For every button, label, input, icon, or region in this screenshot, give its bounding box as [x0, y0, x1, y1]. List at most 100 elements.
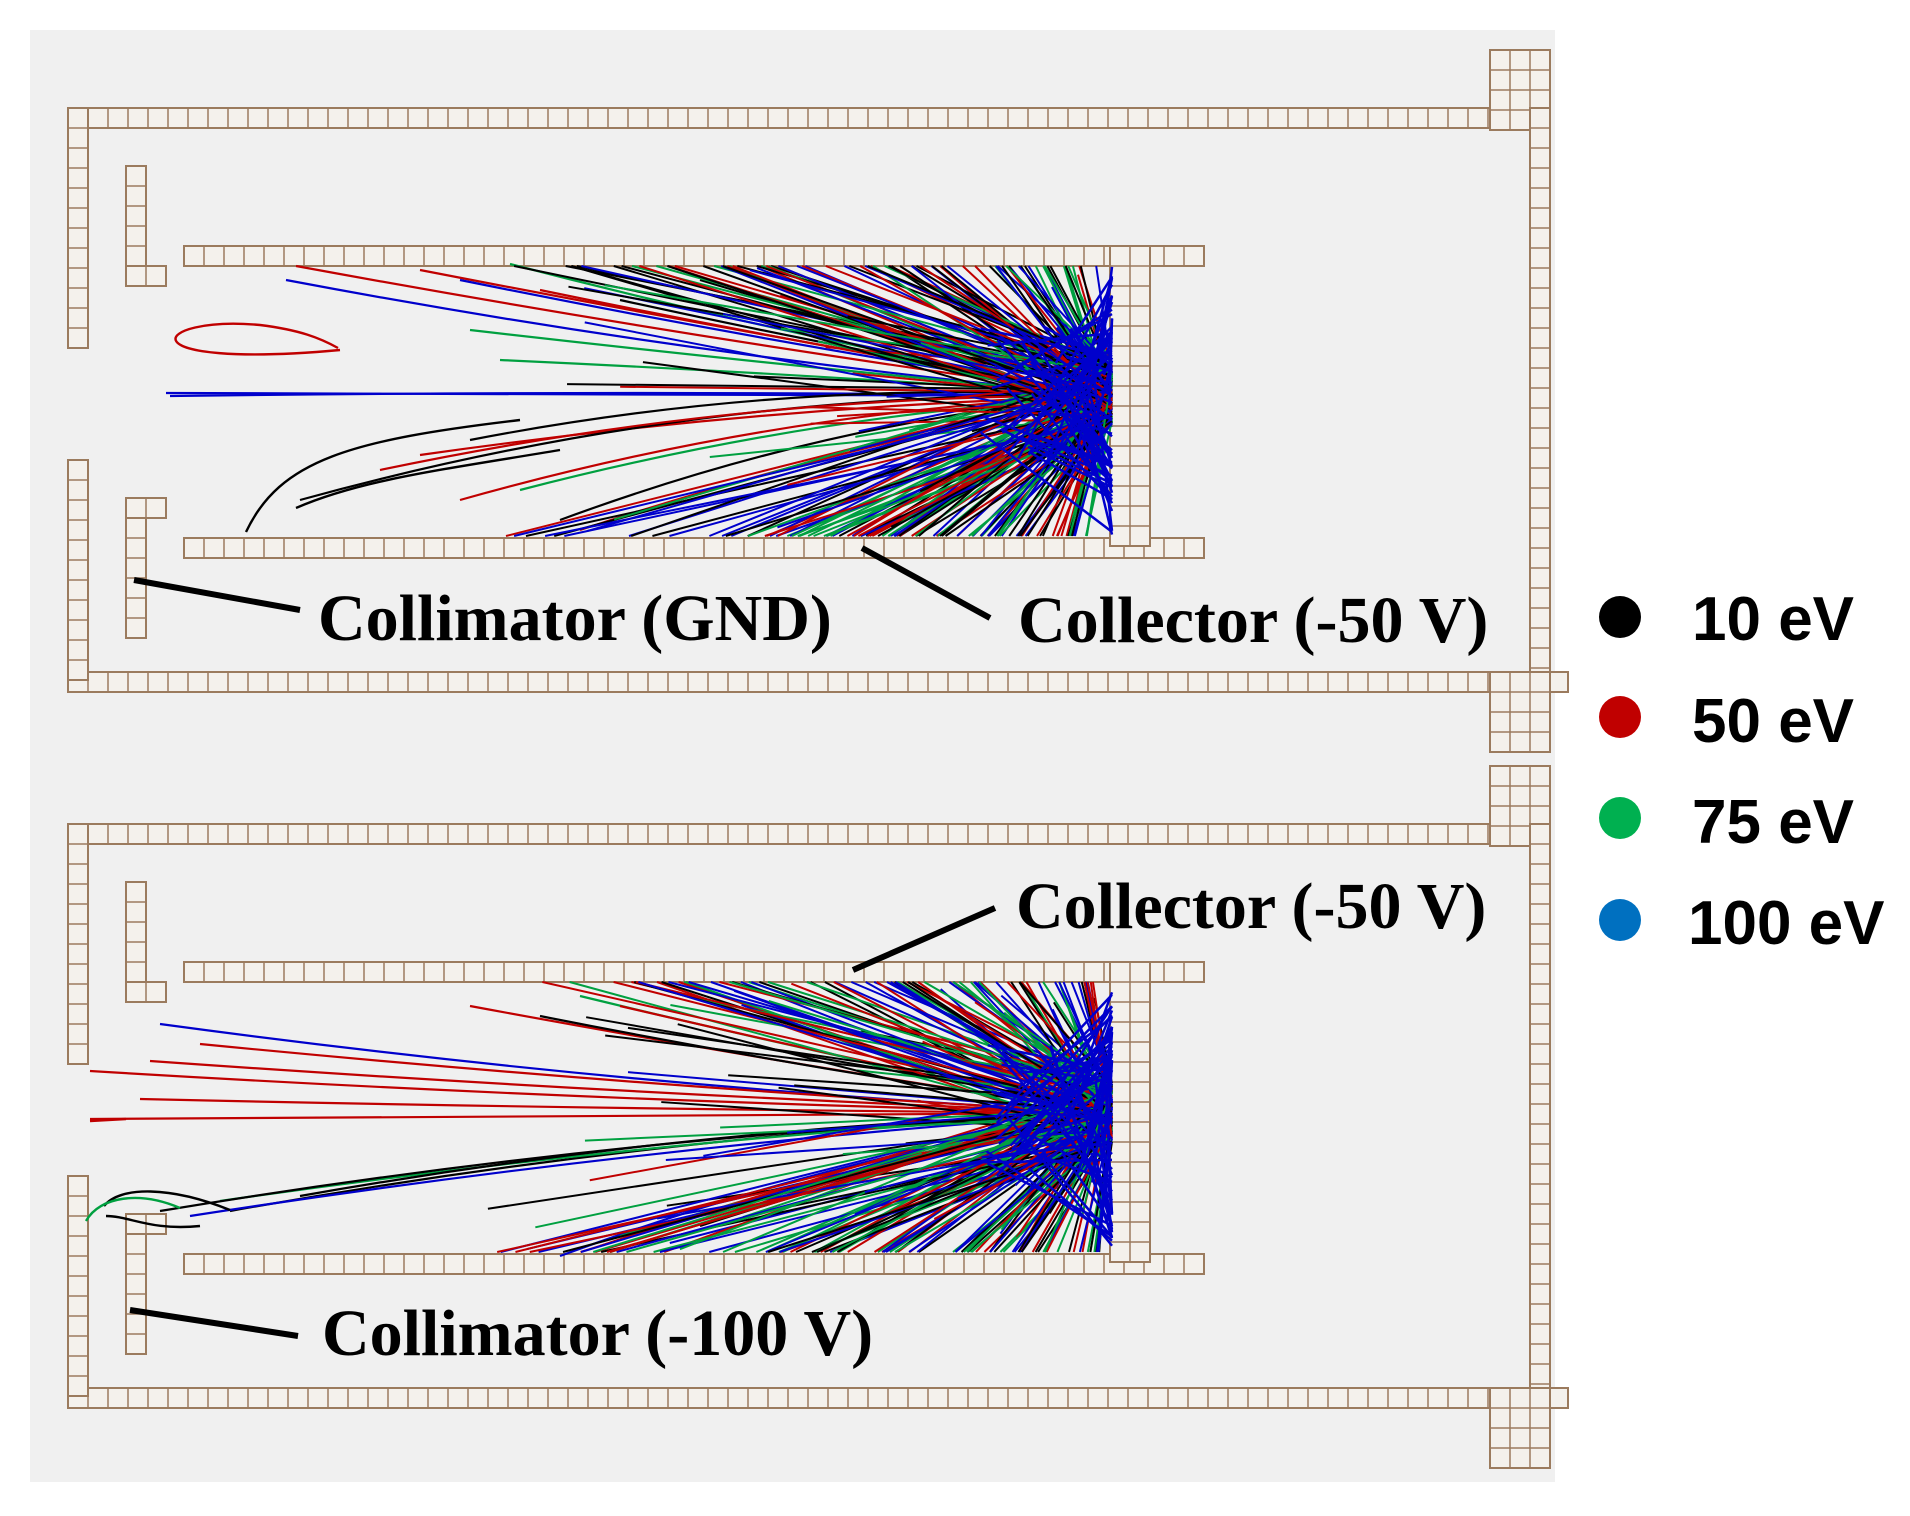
trajectory-line	[1055, 326, 1113, 392]
collector-back-wall	[1109, 245, 1151, 547]
outer-housing-top-wall	[67, 823, 1509, 845]
trajectory-line	[722, 265, 1113, 405]
trajectory-line	[89, 1117, 127, 1123]
legend-label-100ev: 100 eV	[1688, 889, 1885, 958]
trajectory-line	[986, 1162, 1113, 1227]
top-panel-background	[30, 30, 1555, 775]
trajectory-line	[987, 1044, 1113, 1072]
bottom-panel-background	[30, 770, 1555, 1482]
trajectory-line	[1076, 277, 1114, 452]
trajectory-line	[777, 409, 1113, 529]
trajectory-line	[1000, 428, 1113, 485]
outer-housing-bottom-flange	[1489, 1387, 1551, 1469]
trajectory-line	[1029, 413, 1113, 454]
trajectory-line	[1040, 1154, 1113, 1238]
trajectory-line	[980, 431, 1113, 533]
trajectory-line	[571, 265, 1113, 417]
trajectory-line	[519, 394, 1113, 492]
trajectory-line	[987, 1074, 1113, 1130]
trajectory-line	[980, 327, 1113, 359]
outer-housing-left-wall-upper	[67, 823, 89, 1065]
collimator-upper-lip	[125, 981, 167, 1003]
bottom-panel-trajectories	[84, 981, 1114, 1258]
legend-label-10ev: 10 eV	[1692, 585, 1854, 654]
outer-housing-left-wall-lower	[67, 1175, 89, 1397]
collimator-lower-lip	[125, 497, 167, 519]
trajectory-line	[174, 322, 341, 356]
trajectory-line	[998, 1066, 1113, 1145]
top-collimator-leader-line	[133, 577, 301, 613]
trajectory-line	[295, 448, 561, 510]
trajectory-line	[1095, 1115, 1113, 1120]
collector-back-wall	[1109, 961, 1151, 1263]
bottom-collector-label: Collector (-50 V)	[1016, 870, 1486, 943]
trajectory-line	[630, 369, 1113, 537]
trajectory-line	[987, 331, 1113, 347]
outer-housing-right-wall	[1529, 107, 1551, 689]
trajectory-line	[199, 1042, 1113, 1115]
collector-top-wall	[183, 961, 1205, 983]
trajectory-line	[149, 1059, 1113, 1115]
trajectory-line	[996, 308, 1113, 382]
legend-dot-100ev	[1599, 899, 1641, 941]
outer-housing-bottom-wall	[67, 1387, 1569, 1409]
trajectory-line	[1028, 450, 1113, 501]
trajectory-line	[982, 415, 1113, 468]
trajectory-line	[908, 1113, 1113, 1253]
trajectory-line	[379, 394, 1113, 472]
trajectory-line	[642, 361, 1113, 426]
bottom-collimator-leader-line	[129, 1307, 299, 1339]
trajectory-line	[1049, 1047, 1114, 1239]
trajectory-line	[496, 1114, 1113, 1253]
trajectory-line	[1092, 369, 1114, 531]
trajectory-line	[1067, 265, 1113, 368]
top-collector-label: Collector (-50 V)	[1018, 584, 1488, 657]
legend-label-75ev: 75 eV	[1692, 788, 1854, 857]
top-panel-trajectories	[165, 262, 1114, 537]
top-collimator-label: Collimator (GND)	[318, 582, 832, 655]
trajectory-line	[1027, 1167, 1113, 1242]
collimator-upper-lip	[125, 265, 167, 287]
trajectory-line	[513, 389, 1113, 537]
trajectory-line	[613, 370, 1113, 521]
trajectory-line	[84, 1196, 181, 1222]
energy-legend: 10 eV 50 eV 75 eV 100 eV	[1599, 585, 1885, 958]
trajectory-line	[1107, 1059, 1114, 1125]
trajectory-line	[867, 265, 1113, 368]
trajectory-line	[825, 265, 1113, 380]
legend-dot-50ev	[1599, 696, 1641, 738]
trajectory-line	[571, 265, 1113, 426]
outer-housing-top-wall	[67, 107, 1509, 129]
trajectory-line	[244, 418, 521, 533]
top-collector-leader-line	[860, 545, 992, 621]
trajectory-line	[613, 981, 1113, 1110]
bottom-collimator-label: Collimator (-100 V)	[322, 1297, 873, 1370]
collimator-lower-plate	[125, 1213, 147, 1355]
trajectory-line	[592, 1091, 1113, 1253]
trajectory-line	[995, 1005, 1113, 1124]
trajectory-line	[604, 284, 1113, 374]
trajectory-line	[1017, 1016, 1113, 1089]
outer-housing-right-wall	[1529, 823, 1551, 1405]
collector-top-wall	[183, 245, 1205, 267]
trajectory-line	[1086, 1041, 1114, 1135]
legend-dot-75ev	[1599, 797, 1641, 839]
trajectory-line	[567, 383, 1113, 391]
legend-dot-10ev	[1599, 596, 1641, 638]
bottom-collector-leader-line	[851, 905, 997, 973]
outer-housing-bottom-flange	[1489, 671, 1551, 753]
trajectory-line	[89, 1111, 1113, 1121]
trajectory-line	[103, 1190, 231, 1212]
trajectory-line	[1077, 331, 1113, 377]
trajectory-line	[996, 339, 1113, 470]
outer-housing-left-wall-upper	[67, 107, 89, 349]
trajectory-line	[105, 1214, 201, 1229]
trajectory-line	[1028, 369, 1113, 385]
top-panel-electrodes	[67, 49, 1569, 753]
collector-bottom-wall	[183, 1253, 1205, 1275]
trajectory-line	[535, 1103, 1113, 1229]
trajectory-line	[515, 1101, 1113, 1253]
outer-housing-bottom-wall	[67, 671, 1569, 693]
trajectory-line	[1054, 276, 1114, 364]
